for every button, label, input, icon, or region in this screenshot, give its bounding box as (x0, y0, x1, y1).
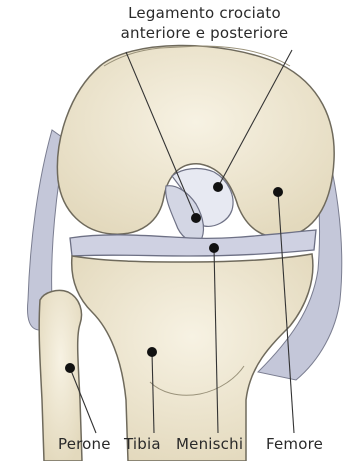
marker-tibia (147, 347, 157, 357)
femur-label: Femore (266, 435, 323, 453)
marker-menisci (209, 243, 219, 253)
marker-ligament-posterior (213, 182, 223, 192)
marker-ligament-anterior (191, 213, 201, 223)
tibia-label: Tibia (124, 435, 161, 453)
fibula-label: Perone (58, 435, 111, 453)
menisci-label: Menischi (176, 435, 243, 453)
ligament-label-line1: Legamento crociato (0, 4, 357, 22)
marker-femur (273, 187, 283, 197)
ligament-label-line2: anteriore e posteriore (0, 24, 357, 42)
marker-fibula (65, 363, 75, 373)
